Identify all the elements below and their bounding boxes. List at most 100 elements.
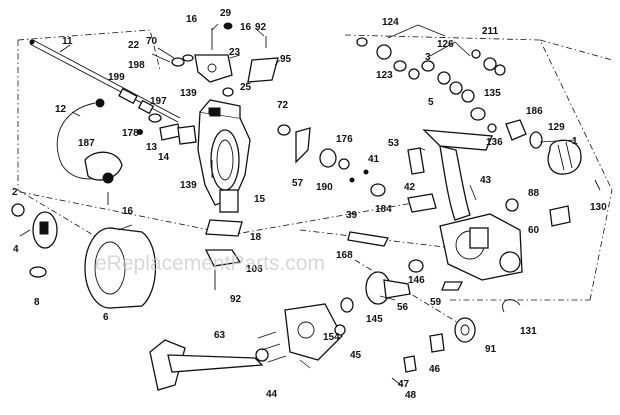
callout-95: 95 (280, 54, 292, 65)
callout-178: 178 (122, 128, 139, 139)
callout-136: 136 (486, 137, 503, 148)
screw-178-part (137, 129, 143, 135)
callout-47: 47 (398, 379, 410, 390)
part-25 (222, 87, 234, 97)
pin-41-part (363, 169, 369, 175)
callout-13: 13 (146, 142, 158, 153)
callout-186: 186 (526, 106, 543, 117)
washer-70-part (171, 57, 185, 67)
callout-211: 211 (482, 26, 499, 37)
gear-91-part (454, 317, 476, 343)
washer-22-part (182, 54, 194, 62)
part-53 (407, 147, 425, 175)
clip-18-part (205, 219, 243, 237)
callout-12: 12 (55, 104, 67, 115)
gear-cover-hole (297, 321, 315, 339)
callout-56: 56 (397, 302, 409, 313)
callout-92-top: 92 (255, 22, 267, 33)
callout-139-top: 139 (180, 88, 197, 99)
callout-168: 168 (336, 250, 353, 261)
part-176b (338, 158, 350, 170)
part-139-top (208, 107, 216, 115)
callout-123: 123 (376, 70, 393, 81)
callout-187: 187 (78, 138, 95, 149)
part-callouts: 1 2 3 4 5 6 8 11 12 13 14 15 16 16 16 18… (12, 8, 607, 401)
line-roller-13-part (159, 123, 181, 141)
callout-23: 23 (229, 47, 241, 58)
callout-145: 145 (366, 314, 383, 325)
callout-184: 184 (375, 204, 392, 215)
callout-176: 176 (336, 134, 353, 145)
callout-126: 126 (437, 39, 454, 50)
part-190 (319, 148, 337, 168)
part-42 (407, 193, 437, 213)
drag-knob-part (32, 211, 58, 249)
callout-42: 42 (404, 182, 416, 193)
screw-44b-part (261, 343, 281, 351)
callout-43: 43 (480, 175, 492, 186)
callout-16-left: 16 (122, 206, 134, 217)
screw-130-part (594, 179, 601, 191)
callout-1: 1 (572, 136, 578, 147)
callout-198: 198 (128, 60, 145, 71)
callout-63: 63 (214, 330, 226, 341)
bail-plate-part (247, 57, 279, 83)
spool-part (84, 227, 157, 309)
callout-135: 135 (484, 88, 501, 99)
callout-22: 22 (128, 40, 140, 51)
callout-92-bottom: 92 (230, 294, 242, 305)
plate-106-part (204, 249, 242, 267)
handle-part (149, 339, 269, 391)
part-46 (429, 333, 445, 353)
main-shaft-part (29, 39, 181, 123)
callout-91: 91 (485, 344, 497, 355)
callout-4: 4 (13, 244, 19, 255)
watermark-text: eReplacementParts.com (95, 252, 325, 275)
bearing-145-part (340, 297, 354, 313)
callout-124: 124 (382, 17, 399, 28)
washer-stack-part (356, 37, 506, 133)
callout-88: 88 (528, 188, 540, 199)
part-72 (277, 124, 291, 136)
washer-2-part (11, 203, 25, 217)
callout-154: 154 (323, 332, 340, 343)
body-frame-part (422, 129, 523, 281)
callout-15: 15 (254, 194, 266, 205)
part-184 (370, 183, 386, 197)
callout-8: 8 (34, 297, 40, 308)
knob-129-part (529, 131, 543, 149)
callout-45: 45 (350, 350, 362, 361)
callout-130: 130 (590, 202, 607, 213)
callout-57: 57 (292, 178, 304, 189)
callout-29: 29 (220, 8, 232, 19)
bearing-154-part (334, 324, 346, 336)
leader-lines (19, 23, 576, 369)
cap-1-part (547, 139, 582, 175)
rotor-body-part (197, 99, 251, 213)
callout-3: 3 (425, 52, 431, 63)
callout-18: 18 (250, 232, 262, 243)
clip-131-part (502, 299, 521, 313)
callout-146: 146 (408, 275, 425, 286)
callout-199: 199 (108, 72, 125, 83)
callout-39: 39 (346, 210, 358, 221)
bail-arm-part (194, 54, 233, 83)
part-146 (408, 259, 424, 273)
part-60 (549, 205, 571, 227)
washer-197-part (148, 113, 162, 123)
callout-53: 53 (388, 138, 400, 149)
screw-29-part (223, 22, 233, 30)
callout-11: 11 (62, 36, 73, 47)
screw-44a-part (257, 331, 277, 339)
callout-59: 59 (430, 297, 442, 308)
callout-25: 25 (240, 82, 252, 93)
screw-44c-part (267, 355, 287, 363)
part-168 (347, 231, 389, 247)
callout-70: 70 (146, 36, 158, 47)
callout-16-top: 16 (186, 14, 198, 25)
part-47 (403, 355, 417, 373)
cover-14-part (177, 125, 197, 145)
clip-8-part (29, 266, 47, 278)
